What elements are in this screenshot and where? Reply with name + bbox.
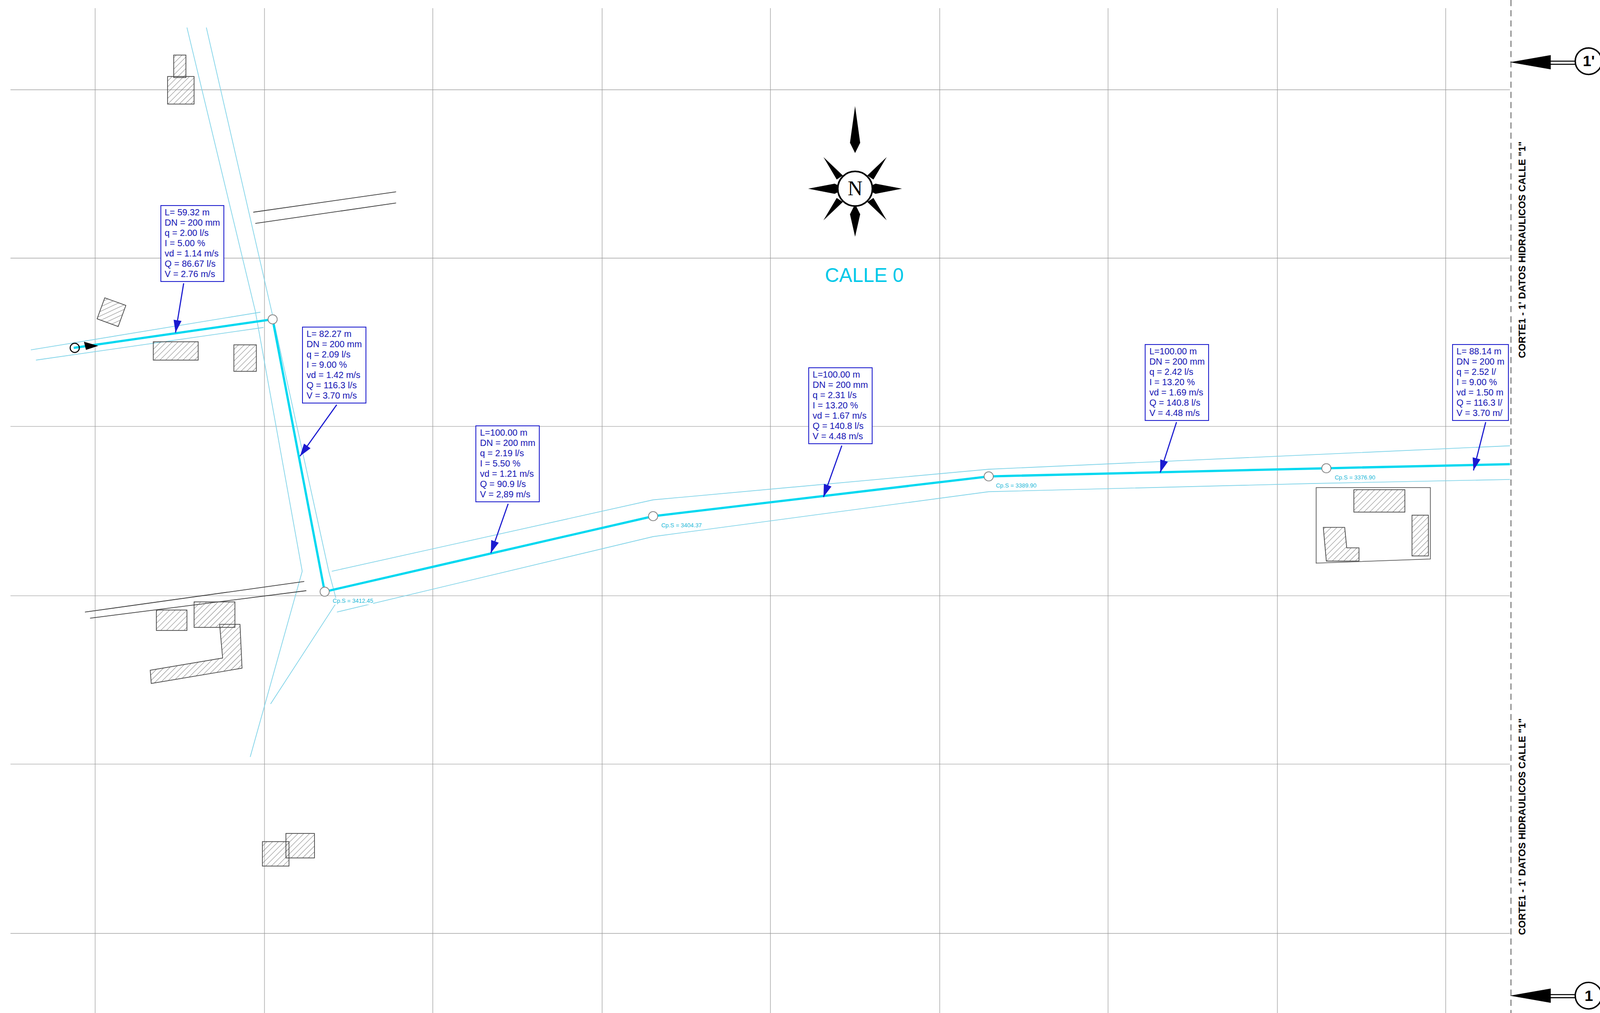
hydraulic-value: V = 2.76 m/s — [164, 268, 221, 280]
hydraulic-value: Q = 140.8 l/s — [812, 420, 869, 432]
hydraulic-value: DN = 200 mm — [1149, 356, 1205, 367]
lot-outline — [1316, 487, 1431, 563]
hydraulic-value: L= 88.14 m — [1456, 346, 1505, 357]
hydraulic-value: q = 2.42 l/s — [1149, 366, 1205, 378]
leader-arrowhead — [491, 539, 500, 553]
north-letter: N — [847, 177, 863, 201]
hydraulic-callout-box: L= 88.14 mDN = 200 mq = 2.52 l/I = 9.00 … — [1452, 344, 1509, 421]
buildings — [96, 54, 1429, 866]
hydraulic-value: Q = 116.3 l/ — [1456, 397, 1505, 408]
hydraulic-value: Q = 140.8 l/s — [1149, 397, 1205, 408]
hydraulic-value: q = 2.31 l/s — [812, 390, 869, 401]
hydraulic-value: DN = 200 mm — [306, 339, 362, 350]
leader-arrowhead — [173, 319, 182, 333]
hydraulic-value: DN = 200 mm — [812, 379, 869, 391]
hydraulic-value: DN = 200 m — [1456, 356, 1505, 367]
flow-arrow — [83, 341, 99, 350]
hydraulic-value: L=100.00 m — [812, 369, 869, 380]
hydraulic-value: vd = 1.21 m/s — [479, 468, 536, 479]
leader-arrowhead — [1472, 457, 1481, 471]
invert-level: Cp.S = 3412.45 — [332, 597, 374, 605]
hydraulic-value: V = 3.70 m/s — [306, 390, 362, 401]
section-title: CORTE1 - 1' DATOS HIDRAULICOS CALLE "1" — [1516, 718, 1528, 935]
hydraulic-value: I = 13.20 % — [1149, 377, 1205, 388]
hydraulic-value: V = 4.48 m/s — [812, 431, 869, 442]
invert-level: Cp.S = 3389.90 — [995, 482, 1037, 489]
hydraulic-value: V = 3.70 m/ — [1456, 407, 1505, 419]
hydraulic-value: Q = 90.9 l/s — [479, 478, 536, 490]
hydraulic-value: q = 2.19 l/s — [479, 448, 536, 459]
leader-line — [1160, 422, 1177, 473]
hydraulic-value: L=100.00 m — [479, 427, 536, 438]
leader-arrowhead — [1160, 459, 1168, 473]
hydraulic-callout-box: L= 59.32 mDN = 200 mmq = 2.00 l/sI = 5.0… — [160, 205, 225, 282]
hydraulic-value: V = 4.48 m/s — [1149, 407, 1205, 419]
hydraulic-value: I = 13.20 % — [812, 400, 869, 411]
sewer-pipe — [73, 319, 1510, 593]
hydraulic-value: I = 9.00 % — [306, 359, 362, 370]
hydraulic-value: vd = 1.69 m/s — [1149, 387, 1205, 398]
hydraulic-value: L= 82.27 m — [306, 328, 362, 340]
hydraulic-value: vd = 1.50 m — [1456, 387, 1505, 398]
leader-arrowhead — [823, 483, 832, 497]
start-point — [70, 343, 80, 353]
hydraulic-value: DN = 200 mm — [479, 437, 536, 449]
hydraulic-value: vd = 1.14 m/s — [164, 248, 221, 259]
hydraulic-value: DN = 200 mm — [164, 217, 221, 228]
hydraulic-callout-box: L=100.00 mDN = 200 mmq = 2.19 l/sI = 5.5… — [475, 425, 540, 503]
grid — [10, 8, 1510, 1013]
hydraulic-value: vd = 1.67 m/s — [812, 410, 869, 421]
leader-line — [491, 503, 509, 553]
hydraulic-value: V = 2,89 m/s — [479, 489, 536, 500]
section-line — [1510, 0, 1512, 1013]
manholes — [268, 314, 1332, 597]
hydraulic-callout-box: L=100.00 mDN = 200 mmq = 2.42 l/sI = 13.… — [1144, 344, 1210, 421]
hydraulic-value: L= 59.32 m — [164, 207, 221, 218]
street-name: CALLE 0 — [824, 264, 904, 286]
hydraulic-value: q = 2.00 l/s — [164, 227, 221, 239]
leader-line — [175, 283, 184, 333]
hydraulic-value: q = 2.52 l/ — [1456, 366, 1505, 378]
section-title: CORTE1 - 1' DATOS HIDRAULICOS CALLE "1" — [1516, 141, 1528, 359]
hydraulic-value: I = 5.00 % — [164, 238, 221, 249]
hydraulic-value: L=100.00 m — [1149, 346, 1205, 357]
hydraulic-value: q = 2.09 l/s — [306, 349, 362, 360]
hydraulic-value: I = 5.50 % — [479, 458, 536, 469]
hydraulic-value: I = 9.00 % — [1456, 377, 1505, 388]
leader-line — [299, 404, 337, 457]
hydraulic-callout-box: L= 82.27 mDN = 200 mmq = 2.09 l/sI = 9.0… — [302, 326, 367, 404]
section-markers — [1509, 47, 1600, 1009]
property-lines — [84, 191, 396, 618]
section-marker: 1 — [1584, 987, 1593, 1004]
hydraulic-value: vd = 1.42 m/s — [306, 369, 362, 381]
invert-level: Cp.S = 3376.90 — [1334, 474, 1376, 481]
street-edges — [30, 27, 1510, 757]
leader-line — [823, 445, 842, 497]
invert-level: Cp.S = 3404.37 — [661, 522, 702, 529]
hydraulic-callout-box: L=100.00 mDN = 200 mmq = 2.31 l/sI = 13.… — [808, 367, 873, 445]
hydraulic-value: Q = 86.67 l/s — [164, 258, 221, 269]
hydraulic-value: Q = 116.3 l/s — [306, 380, 362, 391]
north-arrow — [808, 105, 903, 237]
leader-line — [1473, 422, 1486, 471]
leader-arrowhead — [299, 443, 311, 457]
section-marker: 1' — [1582, 52, 1595, 70]
